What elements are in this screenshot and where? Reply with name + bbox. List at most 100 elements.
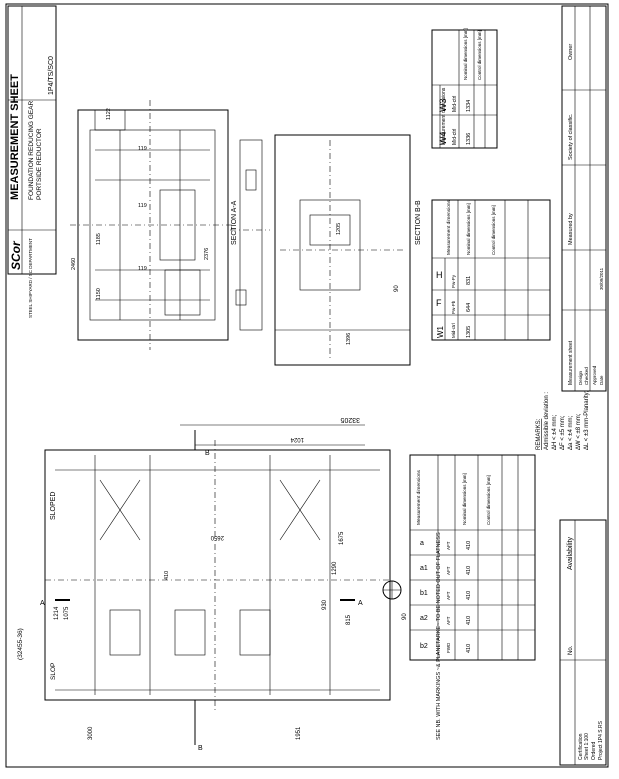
label-119-c: 119 [138, 146, 147, 152]
tb-r7-id: b2 [420, 643, 428, 650]
title-block: MEASUREMENT SHEET FOUNDATION REDUCING GE… [7, 5, 57, 318]
tm-h1: Nominal dimensions [mm] [466, 203, 471, 255]
tm-r2-id: W1 [436, 325, 445, 338]
availability-line-3: Ordered [591, 741, 597, 760]
marker-a-bottom: A [358, 600, 363, 607]
marker-b-bottom: B [198, 745, 203, 752]
dim-1396: 1396 [346, 333, 352, 345]
tb-r2-nom: 410 [466, 566, 472, 575]
marker-b-top: B [205, 450, 210, 457]
tb-r0-id: a [420, 540, 424, 547]
dim-1675: 1675 [339, 531, 345, 545]
dim-2650: 2650 [210, 534, 224, 540]
sign-row-approved: Approved [592, 365, 597, 385]
tb-r4-side: AFT [446, 591, 451, 600]
tm-r2-desc: Mid-ctrl [451, 323, 456, 338]
availability-no: No. [568, 645, 574, 655]
availability-block: Availability No. Certification Sheet 1:1… [559, 519, 607, 766]
tt-h1: Nominal dimensions [mm] [463, 28, 468, 80]
sign-row-date: Date [599, 375, 604, 385]
tt-r1-desc: Mid-ctrl [452, 129, 458, 145]
section-aa-drawing: SECTION A-A [230, 139, 270, 331]
tb-h1: Nominal dimensions [mm] [462, 473, 467, 525]
dim-32455: (32455-36) [17, 628, 24, 660]
tm-r0-nom: 831 [466, 276, 472, 285]
flatness-note: SEE NB. WITH MARKINGS ~& PLANETARKE~ TO … [436, 532, 442, 740]
section-bb-drawing: SECTION B-B 90 1205 1396 [274, 134, 422, 366]
tm-r1-nom: 644 [466, 303, 472, 312]
tm-r0-id: H [436, 270, 443, 280]
tb-r0-side: AFT [446, 541, 451, 550]
remarks-line-4: ΔW < ±8 mm; [576, 413, 582, 450]
subtitle-2: PORTSIDE REDUCTOR [36, 128, 43, 200]
remarks-line-2: ΔF < ±5 mm; [560, 415, 566, 450]
sign-row-design: Design [578, 370, 583, 385]
tb-r7-nom: 410 [466, 644, 472, 653]
sheet-border [5, 3, 609, 768]
table-bottom: Measurement dimensions Nominal dimension… [409, 454, 536, 661]
tt-h0: Measurement dimensions [441, 87, 447, 145]
label-sloped: SLOPED [50, 492, 57, 520]
tb-r6-nom: 410 [466, 616, 472, 625]
sign-block: Owner Society of classific. Measured by … [561, 5, 607, 392]
sign-row-checked: Checked [584, 367, 589, 385]
dim-1205: 1205 [336, 223, 342, 235]
dim-33205: 33205 [340, 416, 360, 423]
dim-90: 90 [402, 613, 408, 620]
dim-1951: 1951 [296, 726, 302, 740]
remarks-line-5: ΔL < ±3 mm-Planarity; [584, 390, 590, 450]
tt-r0-nom: 1334 [466, 100, 472, 112]
sign-society: Society of classific. [568, 113, 574, 160]
tm-r1-desc: Pw-Pb [451, 300, 456, 314]
dim-930: 930 [322, 599, 328, 610]
availability-line-2: Sheet 1:100 [584, 733, 590, 760]
tt-r1-id: W4 [438, 132, 448, 146]
dim-2376: 2376 [204, 248, 210, 260]
tt-r0-id: W3 [438, 99, 448, 113]
tt-r1-nom: 1336 [466, 133, 472, 145]
tb-r6-side: AFT [446, 616, 451, 625]
dim-410: 410 [164, 571, 170, 580]
sign-owner: Owner [568, 44, 574, 60]
tm-r0-desc: Pw-Py [451, 274, 456, 288]
label-90-bb: 90 [394, 285, 400, 292]
sign-date: 30/09/2011 [599, 267, 604, 290]
table-top: Measurement dimensions Nominal dimension… [431, 28, 498, 149]
section-aa-label: SECTION A-A [231, 200, 238, 245]
marker-a-top: A [40, 600, 45, 607]
dim-2460: 2460 [71, 258, 77, 270]
remarks-title: REMARKS: [536, 418, 542, 450]
availability-line-4: Project 1P4 S.RS [598, 720, 604, 760]
remarks-line-0: Admissible deviation : [544, 392, 550, 450]
label-slop: SLOP [50, 663, 57, 680]
tb-r6-id: a2 [420, 615, 428, 622]
dim-1185: 1185 [96, 233, 102, 245]
dim-1214: 1214 [54, 606, 60, 620]
section-bb-label: SECTION B-B [415, 200, 422, 245]
tb-h0: Measurement dimensions [416, 469, 422, 525]
tm-r1-id: F [436, 298, 442, 308]
company-logo: SCor [9, 240, 23, 270]
tm-h0: Measurement dimensions [446, 199, 452, 255]
tb-r0-nom: 410 [466, 541, 472, 550]
label-119-b: 119 [138, 266, 147, 272]
remarks-block: REMARKS: Admissible deviation : ΔH < ±4 … [536, 390, 590, 450]
dim-815: 815 [346, 614, 352, 625]
lower-plan-drawing: 33205 1024 2650 1675 1290 (32455-36) 107… [17, 416, 442, 752]
dim-1122: 1122 [106, 108, 112, 120]
tb-r2-id: a1 [420, 565, 428, 572]
sheet-title: MEASUREMENT SHEET [9, 74, 21, 200]
sign-measured-by: Measured by [568, 213, 574, 245]
drawing-number: 1P4/TS/SC0 [48, 56, 55, 95]
tb-r2-side: AFT [446, 566, 451, 575]
upper-plan-drawing: 2460 2376 1122 119 119 119 1185 1150 [70, 100, 235, 350]
dim-1150: 1150 [96, 288, 102, 300]
tm-r2-nom: 1305 [466, 326, 472, 338]
table-mid: Measurement dimensions Nominal dimension… [431, 199, 551, 341]
remarks-line-1: ΔH < ±4 mm; [552, 415, 558, 450]
dim-1075: 1075 [64, 606, 70, 620]
remarks-line-3: Δa < ±4 mm; [568, 416, 574, 450]
dim-1024: 1024 [290, 436, 304, 442]
